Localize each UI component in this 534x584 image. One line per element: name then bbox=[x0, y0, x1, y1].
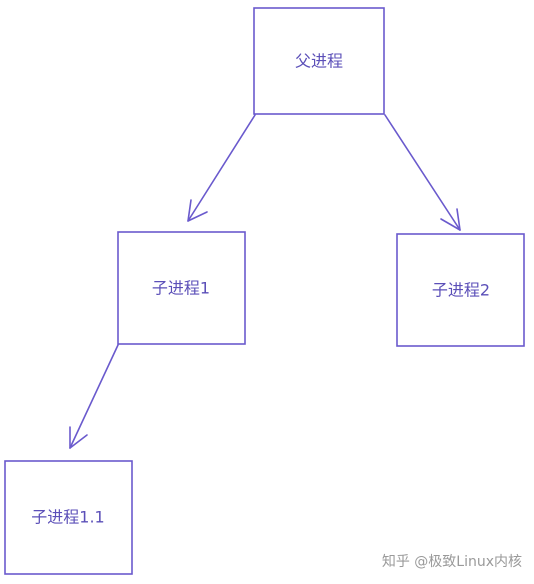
node-child11-label: 子进程1.1 bbox=[31, 508, 104, 527]
node-child2-label: 子进程2 bbox=[432, 281, 490, 300]
node-child2-box bbox=[396, 233, 525, 347]
node-parent-box bbox=[253, 7, 385, 115]
node-child11-box bbox=[4, 460, 133, 575]
edge-parent-to-child2 bbox=[384, 114, 461, 231]
edges bbox=[69, 114, 461, 449]
edge-parent-to-child2-arrowhead bbox=[440, 208, 461, 231]
edge-parent-to-child1-arrowhead bbox=[187, 199, 208, 222]
edge-parent-to-child1 bbox=[187, 114, 256, 222]
node-parent: 父进程 bbox=[253, 7, 385, 115]
node-parent-label: 父进程 bbox=[295, 52, 343, 71]
node-child11: 子进程1.1 bbox=[4, 460, 133, 575]
edge-child1-to-child11-arrowhead bbox=[69, 426, 88, 449]
node-child1: 子进程1 bbox=[117, 231, 246, 345]
node-child1-label: 子进程1 bbox=[152, 279, 210, 298]
node-child1-box bbox=[117, 231, 246, 345]
watermark: 知乎 @极致Linux内核 bbox=[381, 554, 522, 570]
edge-child1-to-child11 bbox=[69, 344, 119, 449]
node-child2: 子进程2 bbox=[396, 233, 525, 347]
